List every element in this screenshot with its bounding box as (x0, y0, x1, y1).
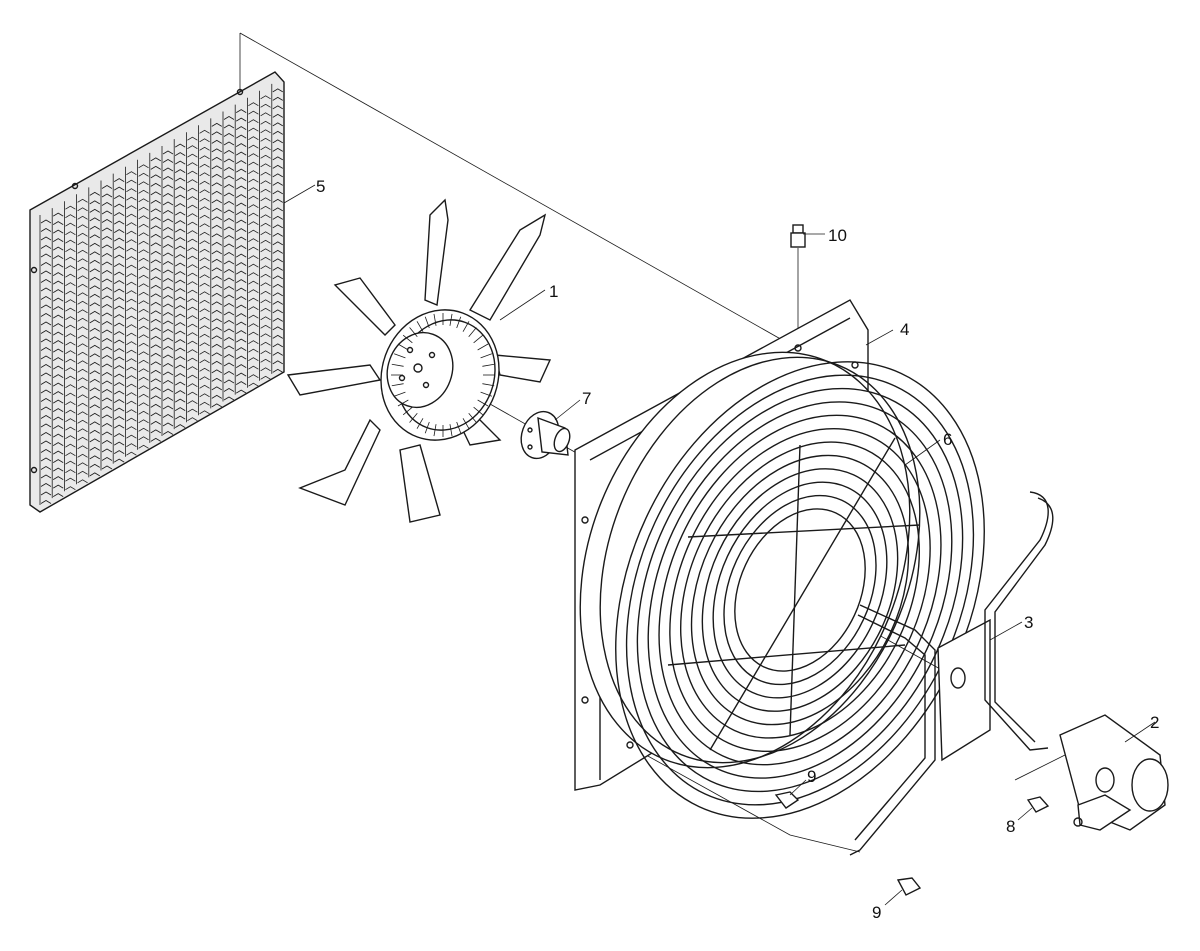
callout-9-lower: 9 (872, 903, 881, 922)
callout-2: 2 (1150, 713, 1159, 732)
bolt-9-upper (774, 791, 800, 809)
callout-9-upper: 9 (807, 767, 816, 786)
fan-spacer (520, 410, 571, 460)
callout-10: 10 (828, 226, 847, 245)
bolt-10 (790, 224, 806, 248)
callout-4: 4 (900, 320, 909, 339)
callout-3: 3 (1024, 613, 1033, 632)
callouts: 1 2 3 4 5 6 7 8 9 9 10 (316, 177, 1159, 922)
bolt-8 (1026, 796, 1050, 813)
mounting-bracket (849, 491, 1054, 856)
hydraulic-motor (1059, 714, 1169, 831)
callout-8: 8 (1006, 817, 1015, 836)
fan (286, 198, 552, 523)
grille-mesh (39, 83, 284, 505)
radiator-grille (29, 71, 285, 513)
callout-7: 7 (582, 389, 591, 408)
callout-5: 5 (316, 177, 325, 196)
callout-6: 6 (943, 430, 952, 449)
fan-hub-ribs (391, 313, 495, 437)
bolt-9-lower (896, 877, 922, 896)
leader-lines (283, 184, 1156, 906)
callout-1: 1 (549, 282, 558, 301)
